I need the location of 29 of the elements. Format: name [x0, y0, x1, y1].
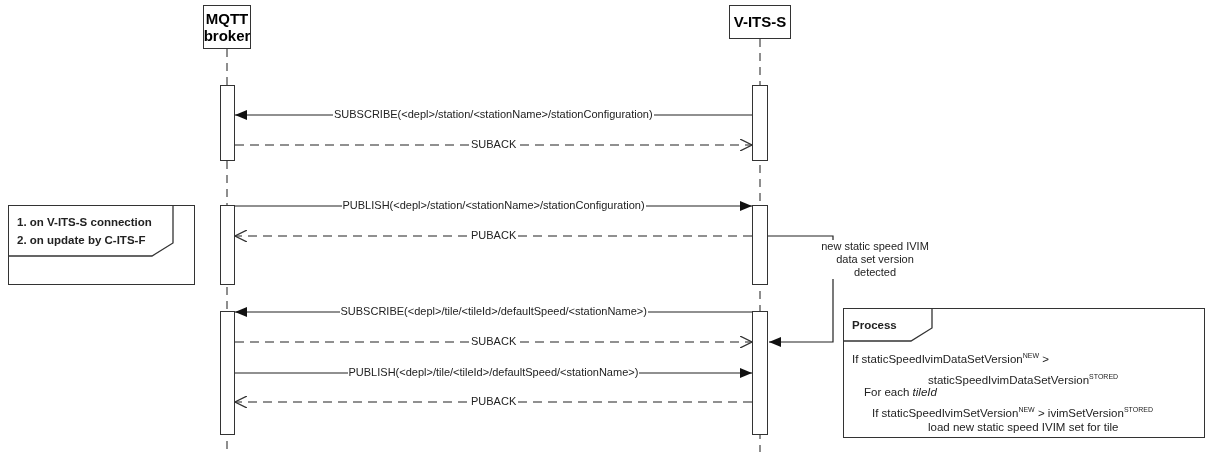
- edge-label: PUBLISH(<depl>/tile/<tileId>/defaultSpeed/<stationName>): [347, 365, 640, 379]
- frame-text: If staticSpeedIvimDataSetVersion$^{NEW}$ > staticSpeedIvimDataSetVersion$^{STORED}$: [852, 351, 1120, 388]
- edge-label: PUBACK: [470, 228, 518, 242]
- activation-bar: [220, 205, 235, 285]
- activation-bar: [220, 85, 235, 161]
- fragment-frame: [843, 308, 1205, 438]
- edge-label: SUBSCRIBE(<depl>/tile/<tileId>/defaultSpeed/<stationName>): [339, 304, 648, 318]
- participant-header: MQTT broker: [203, 5, 251, 49]
- reply-arrow: [234, 335, 753, 349]
- edge-label: SUBSCRIBE(<depl>/station/<stationName>/stationConfiguration): [333, 107, 654, 121]
- activation-bar: [752, 311, 768, 435]
- frame-text: If staticSpeedIvimSetVersion$^{NEW}$ > ivimSetVersion$^{STORED}$: [872, 405, 1154, 421]
- frame-text: load new static speed IVIM set for tile: [928, 420, 1120, 435]
- activation-bar: [752, 85, 768, 161]
- fragment-frame: [8, 205, 195, 285]
- activation-bar: [752, 205, 768, 285]
- frame-title: 1. on V-ITS-S connection: [17, 215, 153, 230]
- edge-label: SUBACK: [470, 334, 518, 348]
- frame-title: Process: [852, 318, 898, 333]
- participant-header: V-ITS-S: [729, 5, 791, 39]
- activation-bar: [220, 311, 235, 435]
- edge-label: SUBACK: [470, 137, 518, 151]
- edge-label: PUBLISH(<depl>/station/<stationName>/stationConfiguration): [341, 198, 646, 212]
- edge-label: PUBACK: [470, 394, 518, 408]
- reply-arrow: [234, 395, 753, 409]
- reply-arrow: [234, 138, 753, 152]
- reply-arrow: [234, 229, 753, 243]
- frame-text: For each tileId: [864, 386, 938, 400]
- frame-title: 2. on update by C-ITS-F: [17, 233, 147, 248]
